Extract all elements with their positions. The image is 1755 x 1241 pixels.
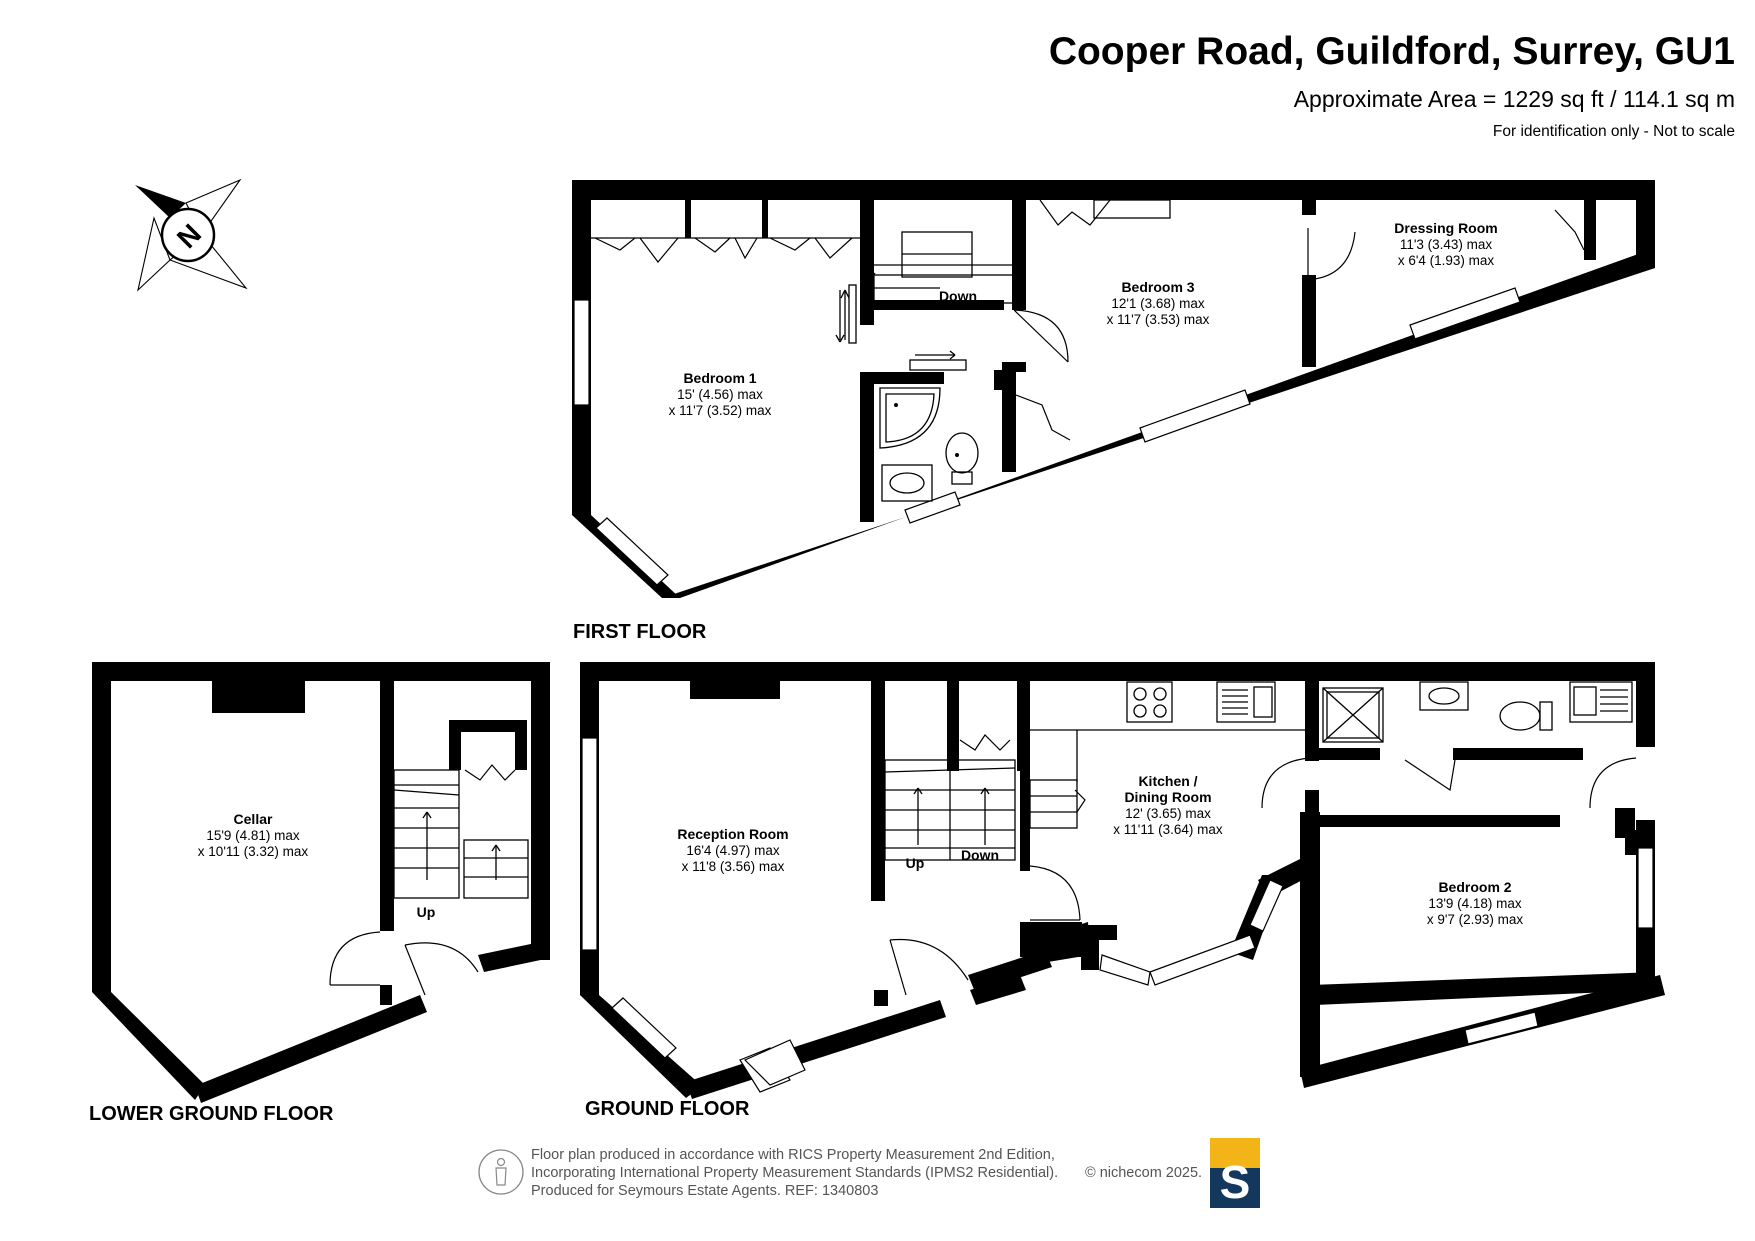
room-name-kitchen: Kitchen / <box>1138 773 1197 789</box>
room-name-bedroom1: Bedroom 1 <box>683 370 756 386</box>
footer: Floor plan produced in accordance with R… <box>478 1138 1260 1208</box>
stair-label-down: Down <box>939 288 977 304</box>
room-dim1-cellar: 15'9 (4.81) max <box>206 828 300 843</box>
room-name-bedroom2: Bedroom 2 <box>1438 879 1511 895</box>
room-dim1-dressing: 11'3 (3.43) max <box>1400 237 1493 252</box>
room-dim1-kitchen: 12' (3.65) max <box>1125 806 1211 821</box>
floor-label-first: FIRST FLOOR <box>573 621 707 643</box>
ground-floor-plan: Up Down Reception Room 16'4 (4.97) max x… <box>580 662 1665 1099</box>
room-name-bedroom3: Bedroom 3 <box>1121 279 1194 295</box>
lower-ground-floor-plan: Up Cellar 15'9 (4.81) max x 10'11 (3.32)… <box>92 662 550 1103</box>
room-name-cellar: Cellar <box>234 811 273 827</box>
rics-person-icon <box>478 1149 524 1195</box>
floor-label-ground: GROUND FLOOR <box>585 1098 750 1120</box>
page-title: Cooper Road, Guildford, Surrey, GU1 <box>1049 30 1735 73</box>
area-text: Approximate Area = 1229 sq ft / 114.1 sq… <box>1294 86 1735 112</box>
floor-label-lower-ground: LOWER GROUND FLOOR <box>89 1103 334 1125</box>
room-name2-kitchen: Dining Room <box>1124 789 1211 805</box>
stair-label-ground-up: Up <box>906 855 925 871</box>
stair-label-ground-down: Down <box>961 847 999 863</box>
room-dim2-reception: x 11'8 (3.56) max <box>682 859 785 874</box>
footer-line-2: Incorporating International Property Mea… <box>531 1165 1058 1181</box>
room-dim1-bedroom1: 15' (4.56) max <box>677 387 763 402</box>
disclaimer-text: For identification only - Not to scale <box>1493 123 1735 140</box>
logo-letter: S <box>1220 1156 1251 1208</box>
footer-line-1: Floor plan produced in accordance with R… <box>531 1147 1055 1163</box>
footer-credit: © nichecom 2025. <box>1085 1165 1202 1181</box>
room-dim2-bedroom2: x 9'7 (2.93) max <box>1427 912 1524 927</box>
room-dim2-bedroom1: x 11'7 (3.52) max <box>669 403 772 418</box>
footer-line-3: Produced for Seymours Estate Agents. REF… <box>531 1183 878 1199</box>
seymours-logo: S <box>1210 1138 1260 1208</box>
room-dim1-bedroom3: 12'1 (3.68) max <box>1111 296 1205 311</box>
room-name-dressing: Dressing Room <box>1394 220 1497 236</box>
compass-icon: N <box>135 178 248 292</box>
room-dim2-cellar: x 10'11 (3.32) max <box>198 844 309 859</box>
room-dim1-reception: 16'4 (4.97) max <box>686 843 780 858</box>
room-name-reception: Reception Room <box>677 826 788 842</box>
room-dim2-kitchen: x 11'11 (3.64) max <box>1113 822 1223 837</box>
first-floor-plan: Down Bedroom 1 15' (4.56) max x 1 <box>572 180 1655 598</box>
stair-label-cellar-up: Up <box>417 904 436 920</box>
room-dim2-dressing: x 6'4 (1.93) max <box>1398 253 1495 268</box>
room-dim2-bedroom3: x 11'7 (3.53) max <box>1107 312 1210 327</box>
room-dim1-bedroom2: 13'9 (4.18) max <box>1428 896 1522 911</box>
